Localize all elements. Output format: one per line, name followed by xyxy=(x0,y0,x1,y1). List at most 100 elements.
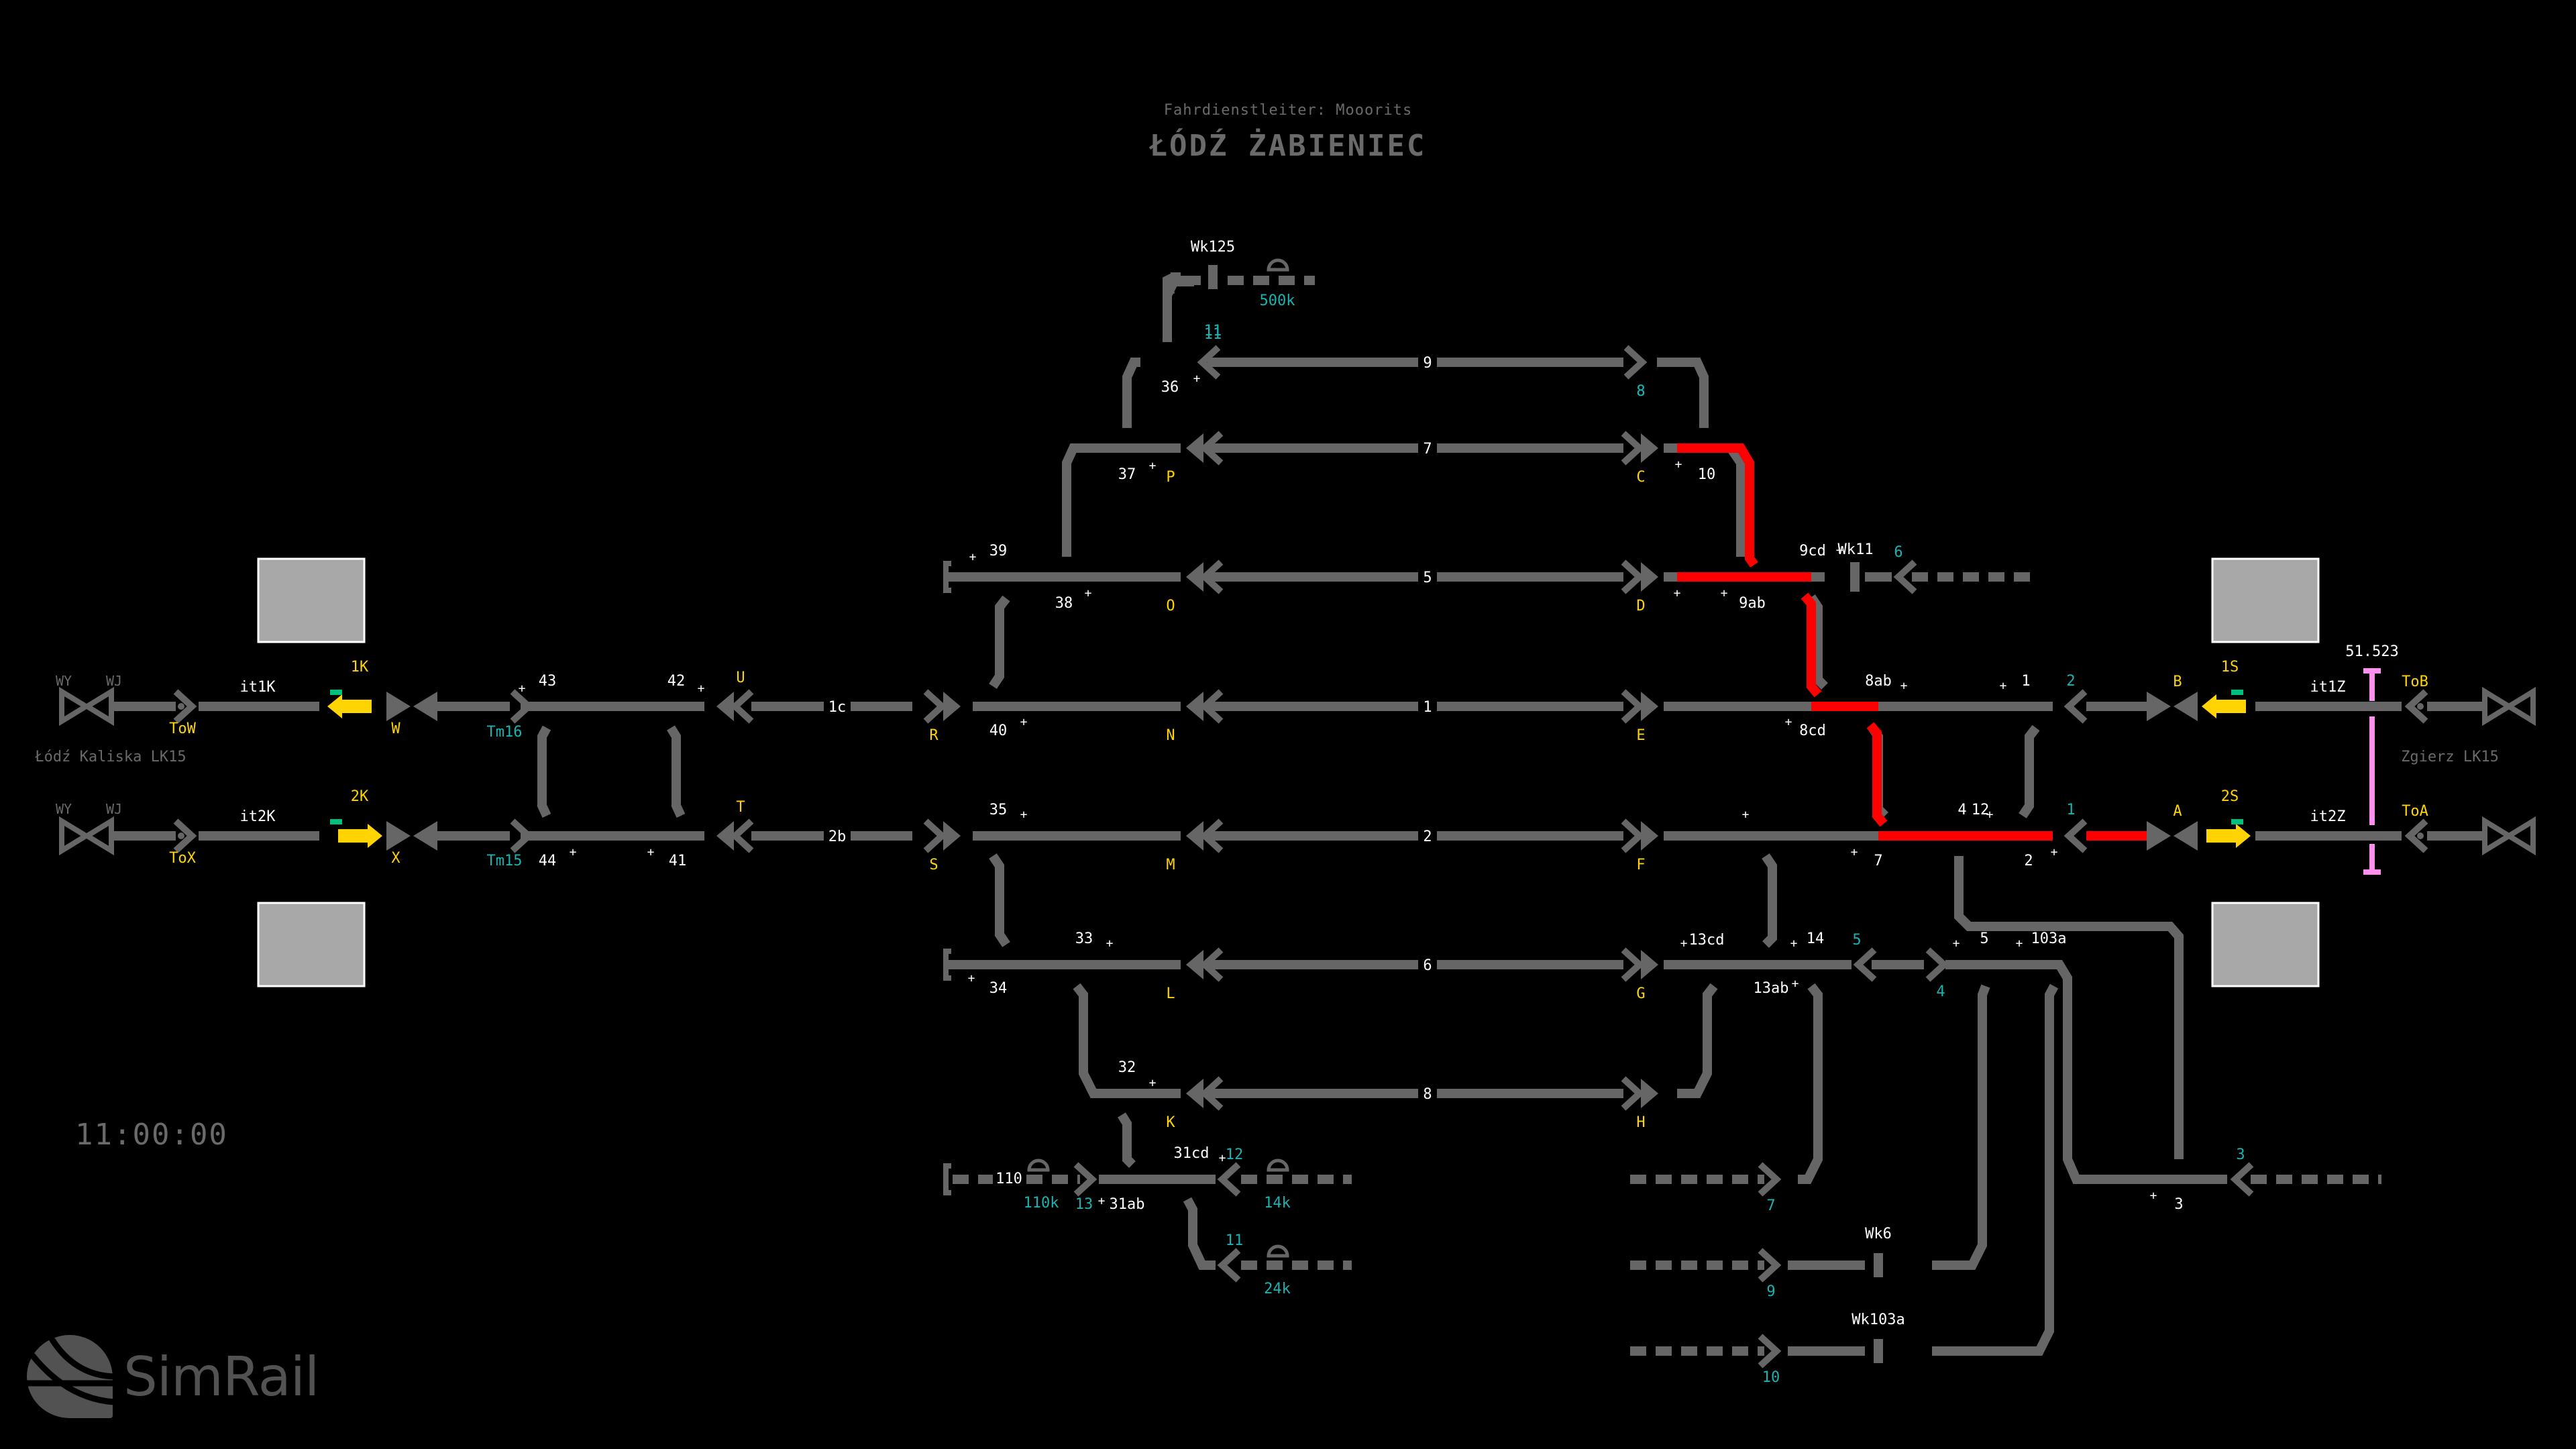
right-signal-label: H xyxy=(1636,1114,1645,1131)
signal-H-icon[interactable] xyxy=(1621,1076,1658,1111)
entry-signal-2K-arrow-icon[interactable] xyxy=(338,824,382,848)
arrow-head xyxy=(2236,824,2251,848)
arrow-shaft xyxy=(338,829,368,843)
shunt-signal-icon[interactable] xyxy=(1758,1334,1782,1368)
locked-route-connector-9ab[interactable] xyxy=(1801,592,1822,698)
right-signal-label: G xyxy=(1636,985,1645,1002)
to-signal-icon[interactable] xyxy=(2404,818,2428,853)
switch-plus-icon: + xyxy=(2000,679,2007,693)
connector-37[interactable] xyxy=(1062,443,1181,557)
station-panel-box[interactable] xyxy=(257,902,366,987)
connector-4-3[interactable] xyxy=(1954,856,2184,1159)
entry-signal-2S-arrow-icon[interactable] xyxy=(2206,824,2251,848)
signal-F-icon[interactable] xyxy=(1621,818,1658,853)
left-signal-label: L xyxy=(1166,985,1175,1002)
label-gap xyxy=(1418,1084,1437,1103)
to-signal-dot-icon xyxy=(2417,833,2424,839)
shunt-signal-13-icon[interactable] xyxy=(1073,1162,1097,1197)
chevron-solid-icon xyxy=(1186,821,1203,851)
shunt-signal-8-icon[interactable] xyxy=(1623,345,1648,380)
shunt-signal-icon[interactable] xyxy=(510,818,534,853)
home-signal-rear-icon xyxy=(2147,821,2171,851)
derailer-wk103a-icon[interactable] xyxy=(1874,1339,1883,1363)
derailer-label: Wk125 xyxy=(1191,239,1235,256)
connector-13cd-H[interactable] xyxy=(1677,983,1718,1098)
signal-N-icon[interactable] xyxy=(1186,689,1224,724)
switch-plus-icon: + xyxy=(1742,808,1750,822)
to-signal-icon[interactable] xyxy=(173,818,197,853)
shunt-signal-4-icon[interactable] xyxy=(1925,947,1949,982)
station-panel-box[interactable] xyxy=(2211,902,2320,987)
connector-34-32[interactable] xyxy=(1073,983,1181,1098)
locked-route-connector-10[interactable] xyxy=(1677,443,1758,568)
signal-G-icon[interactable] xyxy=(1621,947,1658,982)
connector-42-41[interactable] xyxy=(667,725,686,818)
shunt-signal-6-icon[interactable] xyxy=(1893,559,1917,594)
connector-14-7[interactable] xyxy=(1798,983,1823,1184)
to-signal-icon[interactable] xyxy=(173,689,197,724)
connector-5-wk6[interactable] xyxy=(1932,984,1990,1270)
signal-P-icon[interactable] xyxy=(1186,431,1224,466)
locked-route-connector-8cd[interactable] xyxy=(1866,722,1888,827)
switch-plus-icon: + xyxy=(969,550,977,564)
connector-wk125-36[interactable] xyxy=(1163,276,1201,341)
label-gap xyxy=(1418,826,1437,845)
signal-L-icon[interactable] xyxy=(1186,947,1224,982)
block-marker-wj-icon xyxy=(82,816,114,856)
connector-103a-3[interactable] xyxy=(1945,960,2227,1184)
connector-43-44[interactable] xyxy=(537,725,551,818)
right-signal-label: C xyxy=(1636,469,1645,486)
connector-35-33[interactable] xyxy=(989,853,1010,947)
signal-K-icon[interactable] xyxy=(1186,1076,1224,1111)
shunt-signal-11-icon[interactable] xyxy=(1217,1248,1241,1283)
connector-36[interactable] xyxy=(1122,358,1140,428)
to-signal-icon[interactable] xyxy=(2404,689,2428,724)
chevron-icon xyxy=(1199,818,1224,853)
shunt-signal-icon[interactable] xyxy=(510,689,534,724)
entry-signal-1S-arrow-icon[interactable] xyxy=(2202,694,2246,718)
station-panel-box[interactable] xyxy=(257,557,366,643)
signal-M-icon[interactable] xyxy=(1186,818,1224,853)
shunt-signal-3-icon[interactable] xyxy=(2230,1162,2254,1197)
signal-D-icon[interactable] xyxy=(1621,559,1658,594)
signal-E-icon[interactable] xyxy=(1621,689,1658,724)
shunt-signal-icon[interactable] xyxy=(2063,689,2088,724)
signal-R-icon[interactable] xyxy=(923,689,961,724)
chevron-icon xyxy=(1199,1076,1224,1111)
switch-number-label: 31cd xyxy=(1174,1145,1210,1162)
connector-31ab-11[interactable] xyxy=(1183,1197,1216,1270)
to-signal-label: ToA xyxy=(2402,803,2428,820)
connector-12-13cd[interactable] xyxy=(1762,853,1777,948)
siding-label: 14k xyxy=(1264,1195,1291,1212)
derailer-wk6-icon[interactable] xyxy=(1874,1253,1883,1277)
chevron-icon xyxy=(1623,345,1648,380)
track-number-label: 5 xyxy=(1423,570,1432,586)
signal-T-icon[interactable] xyxy=(716,818,754,853)
connector-103a-wk103a[interactable] xyxy=(1932,983,2059,1356)
connector-38-40[interactable] xyxy=(989,595,1010,689)
shunt-signal-12-icon[interactable] xyxy=(1217,1162,1241,1197)
derailer-wk11-icon[interactable] xyxy=(1850,562,1860,592)
shunt-signal-label: 3 xyxy=(2236,1146,2245,1163)
entry-signal-1K-arrow-icon[interactable] xyxy=(327,694,372,718)
shunt-signal-icon[interactable] xyxy=(1758,1248,1782,1283)
station-panel-box[interactable] xyxy=(2211,557,2320,643)
signal-S-icon[interactable] xyxy=(923,818,961,853)
shunt-signal-label: 11 xyxy=(1204,326,1222,343)
switch-number-label: 4 xyxy=(1957,802,1966,818)
signal-U-icon[interactable] xyxy=(716,689,754,724)
switch-number-label: 35 xyxy=(989,802,1008,818)
shunt-signal-icon[interactable] xyxy=(1758,1162,1782,1197)
connector-1-2[interactable] xyxy=(2019,724,2040,818)
signal-lamp-icon xyxy=(2231,819,2243,824)
connector-32-31cd[interactable] xyxy=(1118,1112,1136,1168)
signal-C-icon[interactable] xyxy=(1621,431,1658,466)
switch-plus-icon: + xyxy=(1900,679,1908,693)
derailer-wk125-icon[interactable] xyxy=(1208,265,1218,289)
shunt-signal-icon[interactable] xyxy=(2063,818,2088,853)
shunt-signal-5-icon[interactable] xyxy=(1853,947,1877,982)
connector-9-east[interactable] xyxy=(1657,358,1709,428)
signal-O-icon[interactable] xyxy=(1186,559,1224,594)
arrow-head xyxy=(327,694,342,718)
shunt-signal-11-icon[interactable] xyxy=(1197,345,1221,380)
